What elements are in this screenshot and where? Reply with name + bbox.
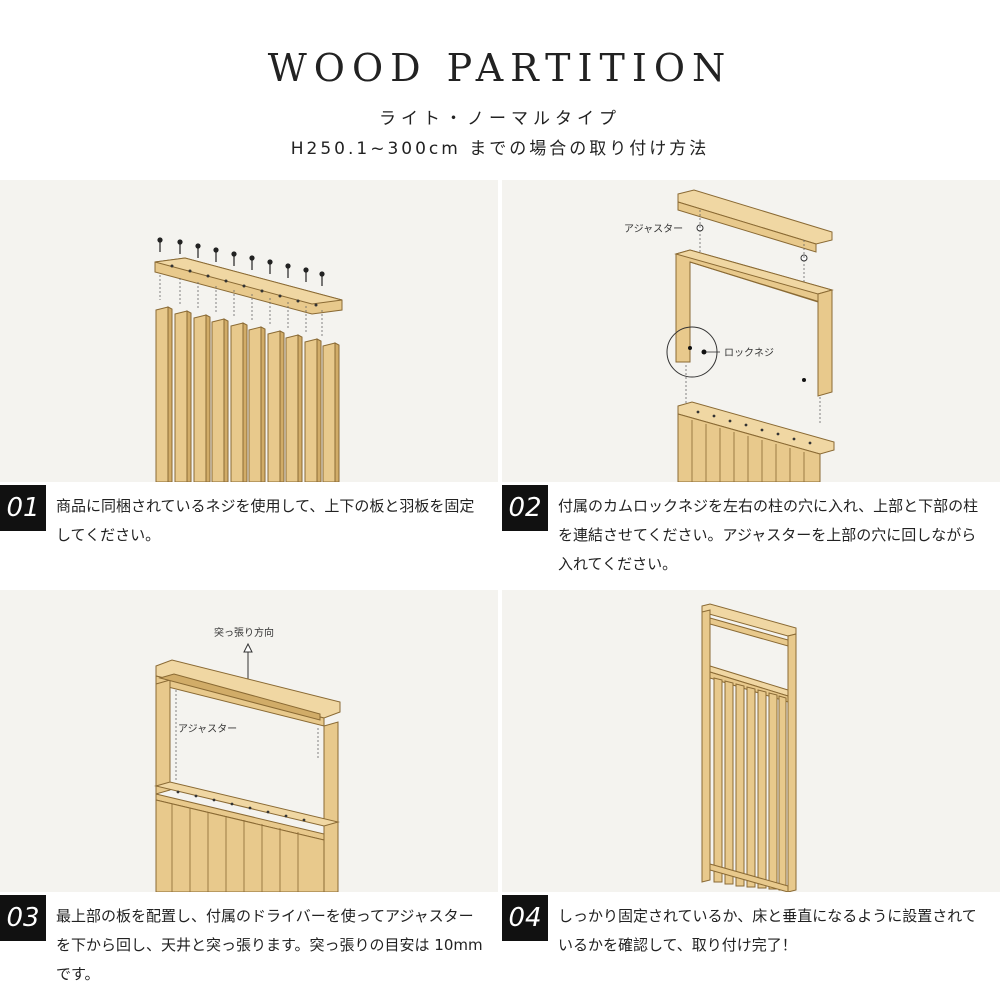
step-1-illustration	[0, 180, 498, 482]
step-4-panel: 04 しっかり固定されているか、床と垂直になるように設置されているかを確認して、…	[502, 590, 1000, 1000]
step-2-illustration: アジャスター ロックネジ	[502, 180, 1000, 482]
step-2-diagram: アジャスター ロックネジ	[624, 189, 835, 482]
page-subtitle: ライト・ノーマルタイプ	[379, 109, 621, 129]
step-1-panel: 01 商品に同梱されているネジを使用して、上下の板と羽板を固定してください。	[0, 180, 498, 590]
step-2-adjuster-label: アジャスター	[624, 223, 683, 235]
step-3-adjuster-label: アジャスター	[178, 723, 237, 735]
step-3-direction-label: 突っ張り方向	[214, 626, 274, 639]
step-1-number: 01	[0, 485, 46, 531]
step-2-number: 02	[502, 485, 548, 531]
step-3-panel: 突っ張り方向 アジャスター	[0, 590, 498, 1000]
step-2-lock-screw-label: ロックネジ	[724, 347, 774, 359]
step-3-illustration: 突っ張り方向 アジャスター	[0, 590, 498, 892]
step-2-text: 付属のカムロックネジを左右の柱の穴に入れ、上部と下部の柱を連結させてください。ア…	[558, 497, 979, 573]
step-1-diagram	[154, 237, 343, 482]
page-subtitle-height: H250.1~300cm までの場合の取り付け方法	[290, 139, 710, 159]
step-1-text: 商品に同梱されているネジを使用して、上下の板と羽板を固定してください。	[56, 497, 475, 544]
step-3-diagram: 突っ張り方向 アジャスター	[154, 626, 341, 892]
step-3-number: 03	[0, 895, 46, 941]
header: WOOD PARTITION ライト・ノーマルタイプ H250.1~300cm …	[0, 0, 1000, 180]
step-4-diagram	[701, 603, 797, 892]
step-2-panel: アジャスター ロックネジ	[502, 180, 1000, 590]
step-3-text: 最上部の板を配置し、付属のドライバーを使ってアジャスターを下から回し、天井と突っ…	[56, 907, 483, 983]
step-4-text: しっかり固定されているか、床と垂直になるように設置されているかを確認して、取り付…	[558, 907, 977, 954]
step-4-number: 04	[502, 895, 548, 941]
step-4-illustration	[502, 590, 1000, 892]
page-title: WOOD PARTITION	[267, 46, 733, 90]
